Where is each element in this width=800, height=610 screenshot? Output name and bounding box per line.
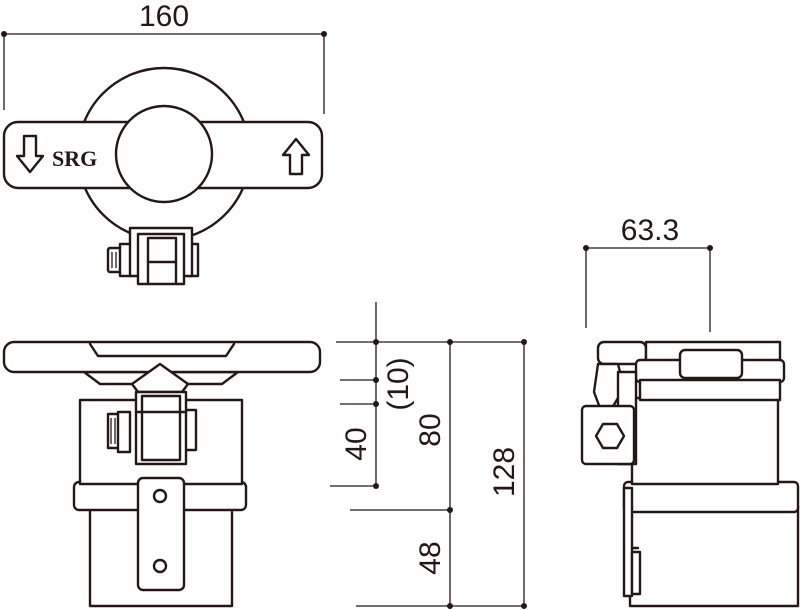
front-view bbox=[2, 340, 322, 608]
srg-logo: SRG bbox=[52, 146, 97, 171]
dim-160: 160 bbox=[1, 0, 327, 114]
front-bracket bbox=[134, 390, 188, 466]
top-view-bracket bbox=[128, 226, 194, 286]
pipe-hole bbox=[114, 104, 214, 204]
side-handle-slot bbox=[678, 348, 744, 380]
dim-label-63-3: 63.3 bbox=[621, 214, 679, 247]
side-tab bbox=[622, 486, 634, 598]
front-arrow-cap bbox=[130, 362, 190, 394]
front-tab-plate bbox=[136, 476, 186, 592]
side-socket bbox=[630, 396, 780, 486]
down-arrow-icon bbox=[15, 134, 45, 174]
side-band bbox=[622, 480, 800, 514]
dim-63-3: 63.3 bbox=[583, 214, 713, 332]
top-view: SRG bbox=[2, 66, 324, 286]
hex-nut-icon bbox=[594, 422, 626, 450]
side-bolt-box bbox=[580, 404, 636, 466]
dim-label-160: 160 bbox=[139, 0, 189, 33]
dim-label-40: 40 bbox=[340, 427, 373, 460]
side-pipe bbox=[628, 504, 800, 608]
dim-label-48: 48 bbox=[414, 541, 447, 574]
side-view bbox=[580, 340, 800, 608]
up-arrow-icon bbox=[281, 137, 311, 176]
dim-label-80: 80 bbox=[414, 413, 447, 446]
dim-label-128: 128 bbox=[488, 447, 521, 497]
dim-label-10: (10) bbox=[382, 357, 415, 410]
vertical-dimensions: (10) 40 80 48 128 bbox=[330, 302, 527, 609]
